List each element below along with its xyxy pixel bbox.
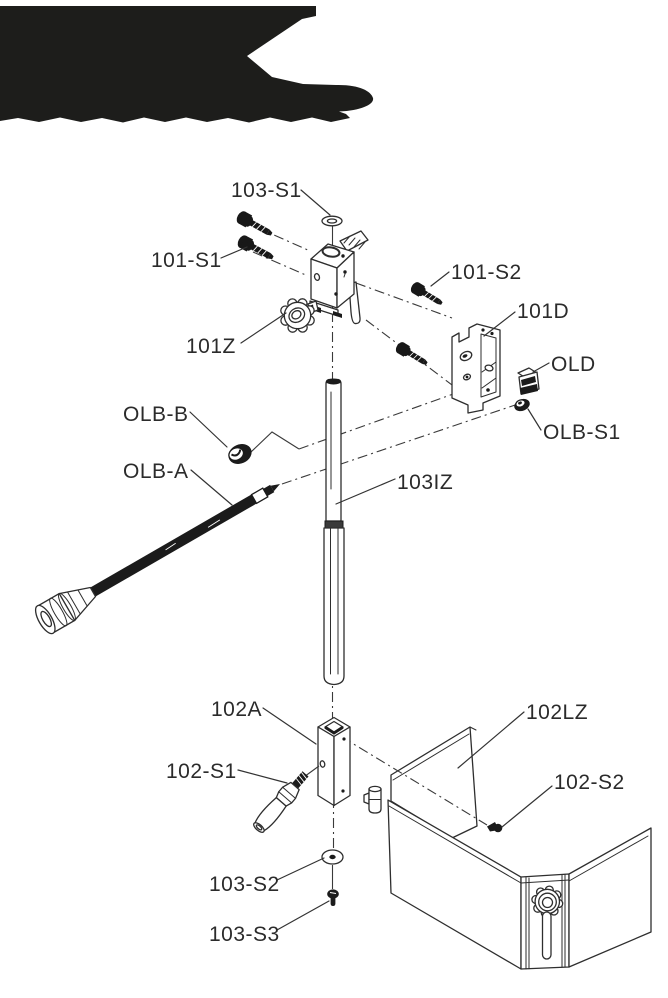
label-103-s2: 103-S2 — [209, 873, 280, 896]
leader-102lz — [457, 711, 525, 769]
part-103iz-rod — [323, 378, 345, 686]
leader-101-s2 — [430, 271, 450, 287]
label-101-s1: 101-S1 — [151, 249, 222, 272]
label-103iz: 103IZ — [397, 471, 453, 494]
part-olb-a-cable — [34, 484, 280, 635]
olb-b-witness-line — [250, 431, 300, 453]
leader-103-s1 — [300, 189, 331, 216]
leader-103-s3 — [276, 900, 330, 931]
label-olb-s1: OLB-S1 — [543, 421, 621, 444]
label-101z: 101Z — [186, 335, 236, 358]
part-olb-s1-nut — [514, 398, 530, 412]
leader-old — [532, 362, 550, 373]
axis-102-s2 — [341, 736, 488, 826]
screw-102-s2 — [487, 822, 503, 833]
label-102lz: 102LZ — [526, 701, 588, 724]
label-102-s1: 102-S1 — [166, 760, 237, 783]
label-olb-a: OLB-A — [123, 460, 189, 483]
leader-102-s2 — [501, 785, 553, 828]
label-101-s2: 101-S2 — [451, 261, 522, 284]
leader-olb-a — [190, 469, 233, 506]
part-old-clamp — [517, 367, 540, 395]
part-103-s1-washer — [321, 215, 343, 227]
screw-101-s1-a — [234, 208, 276, 241]
leader-101d — [483, 311, 516, 337]
label-old: OLD — [551, 353, 596, 376]
part-101-block — [307, 230, 369, 325]
part-103-s2-washer — [321, 849, 344, 865]
part-101z-knob — [280, 298, 315, 333]
label-101d: 101D — [517, 300, 569, 323]
screw-103-s3 — [327, 889, 339, 906]
leader-102-s1 — [237, 769, 288, 784]
screw-101-s2-b — [393, 339, 431, 370]
part-102lz-bracket — [387, 726, 652, 970]
part-101d-plate — [451, 323, 501, 414]
leader-103iz — [335, 478, 396, 505]
leader-lines — [189, 189, 553, 931]
leader-103-s2 — [276, 857, 325, 881]
part-labels: 103-S1 101-S1 101Z 101-S2 101D OLD OLB-S… — [123, 179, 625, 946]
leader-olb-b — [189, 411, 228, 448]
label-103-s1: 103-S1 — [231, 179, 302, 202]
label-103-s3: 103-S3 — [209, 923, 280, 946]
redacted-logo-banner — [0, 6, 374, 123]
part-102a-block — [317, 716, 351, 807]
leader-102a — [262, 707, 317, 745]
part-102-s1-lever — [253, 771, 309, 833]
label-102a: 102A — [211, 698, 262, 721]
bracket-slot — [541, 911, 552, 960]
label-olb-b: OLB-B — [123, 403, 189, 426]
part-bracket-pin — [363, 785, 382, 814]
part-olb-b-fitting — [228, 444, 252, 464]
label-102-s2: 102-S2 — [554, 771, 625, 794]
leader-101-s1 — [220, 246, 248, 259]
leader-101z — [240, 312, 287, 344]
leader-olb-s1 — [527, 408, 542, 431]
